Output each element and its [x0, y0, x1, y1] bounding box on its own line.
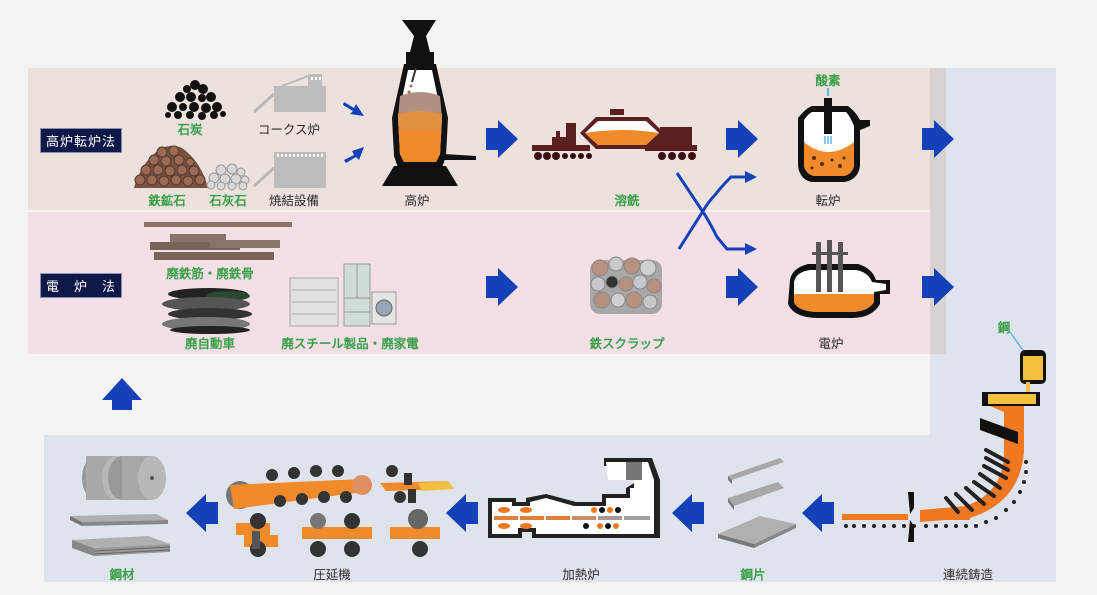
- continuous-casting-label: 連続鋳造: [942, 567, 994, 582]
- electric-furnace-label: 電炉: [818, 336, 844, 351]
- molten-iron-label: 溶銑: [614, 193, 640, 208]
- iron-ore-icon: [134, 145, 208, 188]
- arrow-left-icon: [672, 494, 704, 532]
- scrap-appliances-icon: [289, 263, 397, 327]
- method-label-blast-furnace-converter: 高炉転炉法: [40, 128, 123, 153]
- electric-furnace-icon: [788, 240, 890, 318]
- converter-icon: [798, 88, 870, 182]
- continuous-casting-icon: [842, 331, 1046, 542]
- rebar-scrap-label: 廃鉄筋・廃鉄骨: [166, 266, 254, 281]
- scrap-rebar-icon: [144, 222, 292, 260]
- steel-products-icon: [70, 456, 171, 556]
- arrow-left-icon: [186, 494, 218, 532]
- blast-furnace-icon: [382, 20, 476, 186]
- limestone-icon: [206, 163, 250, 191]
- iron-scrap-label: 鉄スクラップ: [589, 336, 665, 351]
- coal-icon: [165, 80, 226, 120]
- steel-products-label: 鋼材: [109, 567, 135, 582]
- oxygen-label: 酸素: [815, 73, 841, 88]
- scrap-appliances-label: 廃スチール製品・廃家電: [281, 336, 419, 351]
- reheating-furnace-icon: [488, 458, 660, 538]
- iron-scrap-icon: [590, 256, 662, 314]
- crossing-flow-lines: [675, 171, 757, 255]
- arrow-sinter-to-furnace-icon: [344, 147, 364, 163]
- billet-label: 鋼片: [740, 567, 766, 582]
- arrow-left-icon: [446, 494, 478, 532]
- arrow-up-icon: [102, 378, 142, 410]
- arrow-right-icon: [922, 120, 954, 158]
- arrow-right-icon: [486, 120, 518, 158]
- method-label-electric-furnace: 電 炉 法: [40, 273, 123, 298]
- billet-icon: [718, 458, 796, 548]
- scrap-cars-label: 廃自動車: [184, 336, 236, 351]
- arrow-right-icon: [486, 268, 518, 306]
- torpedo-car-icon: [532, 109, 697, 160]
- arrow-coke-to-furnace-icon: [343, 102, 364, 116]
- arrow-right-icon: [922, 268, 954, 306]
- converter-label: 転炉: [815, 193, 841, 208]
- coal-label: 石炭: [177, 122, 203, 137]
- sintering-label: 焼結設備: [268, 193, 320, 208]
- rolling-mill-label: 圧延機: [313, 567, 351, 582]
- arrow-right-icon: [726, 120, 758, 158]
- sintering-plant-icon: [252, 152, 326, 188]
- steel-label: 鋼: [997, 320, 1011, 335]
- rolling-mill-icon: [226, 465, 454, 557]
- iron-ore-label: 鉄鉱石: [148, 193, 186, 208]
- arrow-left-icon: [802, 494, 834, 532]
- coke-oven-label: コークス炉: [257, 122, 321, 137]
- arrow-right-icon: [726, 268, 758, 306]
- limestone-label: 石灰石: [209, 193, 247, 208]
- reheating-furnace-label: 加熱炉: [562, 567, 600, 582]
- blast-furnace-label: 高炉: [404, 193, 430, 208]
- coke-oven-icon: [252, 74, 326, 114]
- scrap-cars-icon: [162, 288, 252, 334]
